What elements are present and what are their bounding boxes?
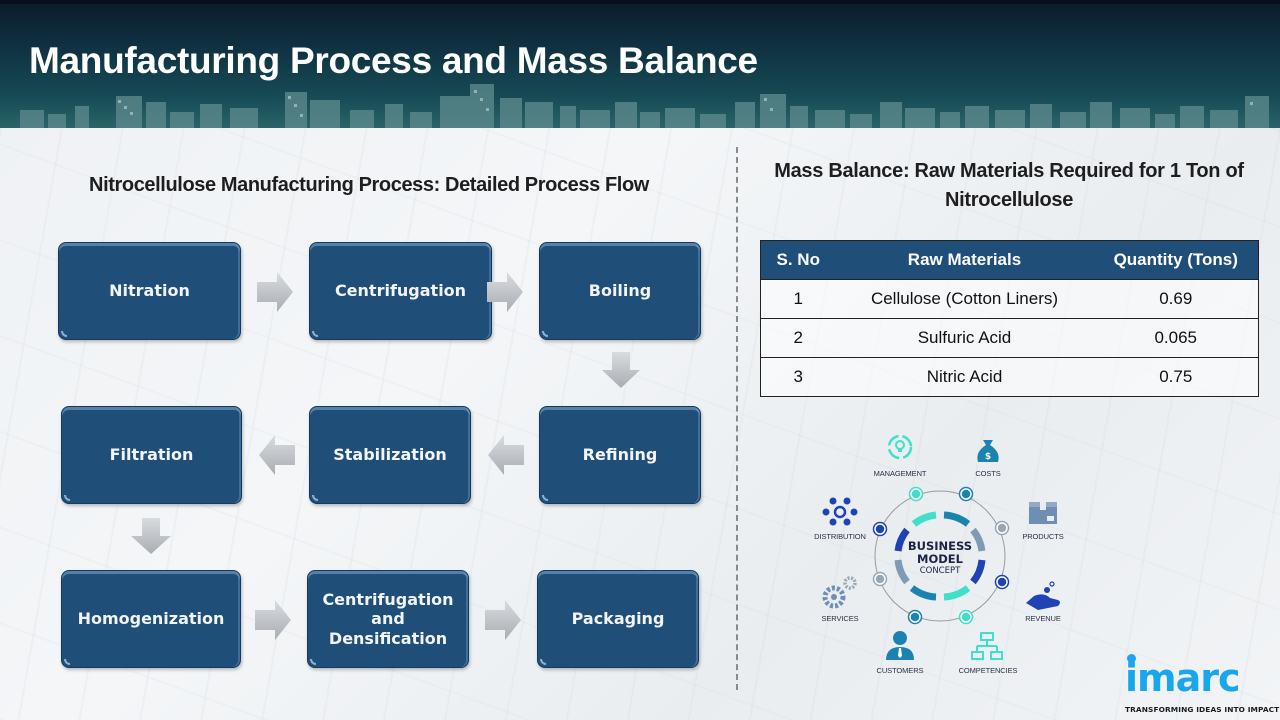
revenue-icon [1026, 581, 1060, 610]
cell-sno: 3 [760, 357, 836, 397]
step-label: Packaging [571, 609, 665, 629]
step-refining: Refining [539, 406, 701, 504]
competencies-icon [971, 632, 1003, 660]
table-row: 3 Nitric Acid 0.75 [760, 357, 1259, 397]
cell-sno: 2 [760, 318, 836, 358]
step-boiling: Boiling [539, 242, 701, 340]
step-homogenization: Homogenization [61, 570, 241, 668]
cell-quantity: 0.065 [1093, 318, 1259, 358]
label-customers: CUSTOMERS [876, 666, 924, 675]
table-row: 1 Cellulose (Cotton Liners) 0.69 [760, 279, 1259, 319]
step-centrifugation-densification: Centrifugation and Densification [307, 570, 469, 668]
step-label: Refining [582, 445, 658, 465]
label-services: SERVICES [821, 614, 859, 623]
arrow-down-icon [131, 518, 171, 554]
cell-quantity: 0.75 [1093, 357, 1259, 397]
step-label: Homogenization [77, 609, 225, 629]
customers-icon [886, 631, 914, 660]
distribution-icon [822, 497, 858, 526]
arrow-left-icon [259, 435, 295, 475]
business-model-ring: $ [822, 434, 1060, 660]
logo-dot-icon [1127, 654, 1136, 663]
business-model-center-text: BUSINESS MODEL CONCEPT [890, 540, 990, 577]
step-label: Centrifugation and Densification [322, 590, 454, 648]
step-centrifugation: Centrifugation [309, 242, 492, 340]
center-line3: CONCEPT [919, 566, 961, 576]
step-stabilization: Stabilization [309, 406, 471, 504]
step-label: Stabilization [333, 445, 447, 465]
step-label: Centrifugation [334, 281, 467, 301]
cell-quantity: 0.69 [1093, 279, 1259, 319]
logo-wordmark: imarc [1125, 656, 1241, 700]
arrow-right-icon [485, 600, 521, 640]
cell-sno: 1 [760, 279, 836, 319]
step-packaging: Packaging [537, 570, 699, 668]
label-products: PRODUCTS [1022, 532, 1064, 541]
mass-balance-title: Mass Balance: Raw Materials Required for… [748, 157, 1270, 215]
label-management: MANAGEMENT [873, 469, 927, 478]
arrow-right-icon [255, 600, 291, 640]
cell-material: Nitric Acid [835, 357, 1094, 397]
costs-icon: $ [977, 440, 999, 462]
mass-balance-title-line2: Nitrocellulose [944, 189, 1074, 211]
header-top-line [0, 0, 1280, 4]
cell-material: Sulfuric Acid [835, 318, 1094, 358]
column-header-quantity: Quantity (Tons) [1093, 240, 1259, 280]
table-header-row: S. No Raw Materials Quantity (Tons) [760, 240, 1259, 280]
step-nitration: Nitration [58, 242, 241, 340]
process-flow-title: Nitrocellulose Manufacturing Process: De… [89, 174, 649, 196]
column-header-sno: S. No [760, 240, 836, 280]
section-divider [736, 147, 738, 690]
label-distribution: DISTRIBUTION [814, 532, 866, 541]
city-skyline-graphic [20, 84, 1269, 128]
mass-balance-table: S. No Raw Materials Quantity (Tons) 1 Ce… [760, 240, 1259, 397]
step-label: Filtration [109, 445, 194, 465]
column-header-raw-materials: Raw Materials [835, 240, 1094, 280]
center-line1: BUSINESS [907, 539, 973, 553]
svg-text:$: $ [985, 452, 991, 462]
arrow-left-icon [488, 435, 524, 475]
center-line2: MODEL [917, 552, 963, 566]
header-banner: Manufacturing Process and Mass Balance [0, 0, 1280, 128]
imarc-logo: imarc TRANSFORMING IDEAS INTO IMPACT [1122, 652, 1279, 718]
arrow-right-icon [487, 272, 523, 312]
step-filtration: Filtration [61, 406, 242, 504]
label-competencies: COMPETENCIES [958, 666, 1018, 675]
label-revenue: REVENUE [1025, 614, 1061, 623]
logo-tagline: TRANSFORMING IDEAS INTO IMPACT [1125, 705, 1280, 714]
products-icon [1029, 502, 1057, 524]
step-label: Nitration [109, 281, 190, 301]
page-title: Manufacturing Process and Mass Balance [29, 40, 758, 81]
arrow-right-icon [257, 272, 293, 312]
mass-balance-title-line1: Mass Balance: Raw Materials Required for… [774, 160, 1244, 182]
cell-material: Cellulose (Cotton Liners) [835, 279, 1094, 319]
services-icon [822, 576, 857, 609]
label-costs: COSTS [975, 469, 1001, 478]
management-icon [887, 434, 913, 460]
business-model-graphic: $ [800, 420, 1080, 690]
arrow-down-icon [602, 352, 640, 388]
table-row: 2 Sulfuric Acid 0.065 [760, 318, 1259, 358]
step-label: Boiling [588, 281, 652, 301]
